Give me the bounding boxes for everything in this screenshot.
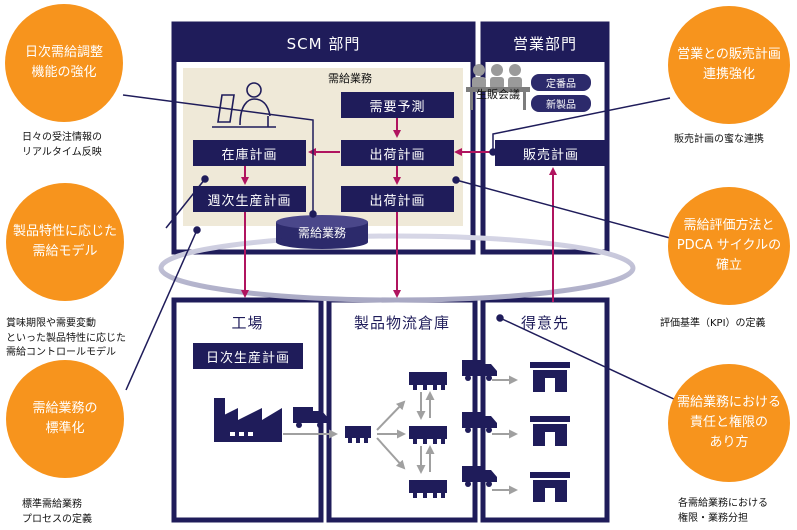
- sales-department-title: 営業部門: [512, 34, 577, 53]
- circle-sales-coordination: 営業との販売計画 連携強化: [668, 6, 790, 124]
- pallet-icon: [409, 372, 447, 390]
- pallet-icon: [345, 426, 371, 443]
- circle-standardization: 需給業務の 標準化: [6, 360, 124, 478]
- store-icon: [530, 472, 570, 502]
- meeting-people-icon: [466, 64, 530, 110]
- caption-responsibility-authority: 各需給業務における 権限・業務分担: [678, 498, 768, 524]
- production-sales-meeting-label: 生販会議: [476, 88, 520, 101]
- demand-supply-area-label: 需給業務: [328, 72, 372, 85]
- connector-lines: [122, 94, 677, 401]
- database-icon: [276, 215, 368, 249]
- truck-icon: [293, 407, 328, 428]
- demand-forecast-box: 需要予測: [341, 92, 454, 118]
- caption-standardization: 標準需給業務 プロセスの定義: [22, 499, 92, 525]
- truck-icon: [462, 466, 497, 487]
- caption-evaluation-pdca: 評価基準（KPI）の定義: [660, 318, 766, 329]
- truck-icon: [462, 412, 497, 433]
- caption-sales-coordination: 販売計画の蜜な連携: [674, 134, 764, 145]
- warehouse-title: 製品物流倉庫: [353, 313, 450, 332]
- circle-responsibility-authority: 需給業務における 責任と権限の あり方: [668, 364, 790, 482]
- database-label: 需給業務: [297, 225, 346, 240]
- factory-icon: [214, 398, 282, 442]
- new-product-pill: 新製品: [531, 95, 591, 112]
- store-icon: [530, 416, 570, 446]
- store-icon: [530, 362, 570, 392]
- inventory-plan-box: 在庫計画: [193, 140, 306, 166]
- scm-department-title: SCM 部門: [286, 34, 361, 53]
- logistics-arrows: [283, 375, 518, 495]
- shipment-plan-box: 出荷計画: [341, 140, 454, 166]
- scm-flow-arrows: [241, 118, 557, 302]
- store-icons: [530, 362, 570, 502]
- circle-evaluation-pdca: 需給評価方法と PDCA サイクルの 確立: [668, 187, 790, 305]
- circle-daily-adjustment: 日次需給調整 機能の強化: [5, 4, 123, 122]
- sales-department-panel: [480, 21, 610, 255]
- sales-plan-box: 販売計画: [495, 140, 607, 166]
- circle-product-model: 製品特性に応じた 需給モデル: [6, 183, 124, 301]
- pallet-icon: [409, 480, 447, 498]
- pallet-icon: [409, 426, 447, 444]
- warehouse-icons: [345, 372, 447, 498]
- shipment-plan-box-2: 出荷計画: [341, 186, 454, 212]
- caption-daily-adjustment: 日々の受注情報の リアルタイム反映: [22, 132, 102, 158]
- factory-title: 工場: [231, 313, 264, 332]
- truck-icon: [462, 360, 497, 381]
- customer-title: 得意先: [520, 313, 569, 332]
- daily-production-plan-box: 日次生産計画: [193, 343, 303, 369]
- delivery-trucks: [462, 360, 497, 487]
- standard-product-pill: 定番品: [531, 74, 591, 91]
- weekly-production-plan-box: 週次生産計画: [193, 186, 306, 212]
- caption-product-model: 賞味期限や需要変動 といった製品特性に応じた 需給コントロールモデル: [6, 318, 126, 358]
